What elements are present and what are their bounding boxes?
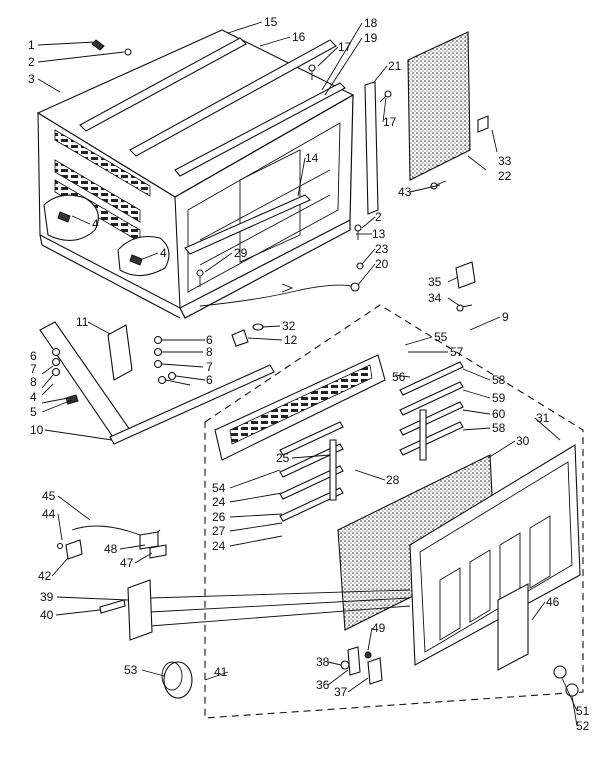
callout-22: 22	[498, 169, 512, 183]
callout-7: 7	[206, 360, 213, 374]
callout-17: 17	[338, 40, 352, 54]
callout-11: 11	[76, 315, 89, 329]
callout-19: 19	[364, 31, 378, 45]
callout-26: 26	[212, 510, 226, 524]
callout-labels: 1 2 3 15 16 17 18 19 21 17 33 22 14 4 4 …	[28, 15, 590, 733]
callout-9: 9	[502, 310, 509, 324]
base-rail-10	[109, 364, 275, 445]
callout-40: 40	[40, 608, 54, 622]
callout-59: 59	[492, 391, 506, 405]
callout-24: 24	[212, 539, 226, 553]
callout-53: 53	[124, 663, 138, 677]
ground-wire	[199, 284, 356, 307]
callout-37: 37	[334, 685, 348, 699]
callout-51: 51	[576, 704, 590, 718]
callout-56: 56	[392, 370, 406, 384]
screws	[91, 39, 473, 312]
callout-6: 6	[30, 349, 37, 363]
callout-1: 1	[28, 38, 35, 52]
callout-55: 55	[434, 330, 448, 344]
callout-30: 30	[516, 434, 530, 448]
bracket-35	[455, 261, 476, 289]
callout-39: 39	[40, 590, 54, 604]
callout-24: 24	[212, 495, 226, 509]
callout-2: 2	[375, 210, 382, 224]
panel-louvers	[439, 515, 551, 671]
callout-17: 17	[383, 115, 397, 129]
callout-58: 58	[492, 421, 506, 435]
part-53	[163, 661, 193, 699]
callout-44: 44	[42, 507, 56, 521]
callout-60: 60	[492, 407, 506, 421]
callout-20: 20	[375, 257, 389, 271]
callout-49: 49	[372, 621, 386, 635]
callout-8: 8	[206, 345, 213, 359]
plate-39	[127, 579, 153, 641]
callout-4: 4	[92, 217, 99, 231]
callout-14: 14	[305, 151, 319, 165]
callout-32: 32	[282, 319, 296, 333]
callout-3: 3	[28, 72, 35, 86]
callout-4: 4	[160, 246, 167, 260]
cabinet	[36, 29, 355, 319]
callout-52: 52	[576, 719, 590, 733]
nuts-washers	[51, 335, 177, 405]
callout-4: 4	[30, 390, 37, 404]
callout-12: 12	[284, 333, 298, 347]
front-panel	[409, 444, 581, 666]
callout-5: 5	[30, 405, 37, 419]
filter-panel	[407, 31, 471, 181]
callout-25: 25	[276, 451, 290, 465]
callout-41: 41	[214, 665, 228, 679]
callout-7: 7	[30, 362, 37, 376]
knob	[553, 665, 567, 679]
callout-29: 29	[234, 246, 248, 260]
callout-2: 2	[28, 55, 35, 69]
callout-58: 58	[492, 373, 506, 387]
callout-35: 35	[428, 275, 442, 289]
callout-23: 23	[375, 242, 389, 256]
callout-54: 54	[212, 481, 226, 495]
callout-27: 27	[212, 524, 226, 538]
callout-13: 13	[372, 227, 386, 241]
callout-46: 46	[546, 595, 560, 609]
callout-6: 6	[206, 333, 213, 347]
leader-lines	[37, 21, 578, 727]
assembly-boundary	[204, 304, 584, 719]
bracket-11	[107, 324, 133, 381]
callout-15: 15	[264, 15, 278, 29]
callout-36: 36	[316, 678, 330, 692]
callout-21: 21	[388, 59, 402, 73]
heater-elements	[279, 361, 464, 522]
clip-33	[477, 115, 489, 133]
callout-42: 42	[38, 569, 52, 583]
callout-10: 10	[30, 423, 44, 437]
callout-43: 43	[398, 185, 412, 199]
callout-57: 57	[450, 345, 464, 359]
callout-16: 16	[292, 30, 306, 44]
callout-33: 33	[498, 154, 512, 168]
terminal-42	[65, 539, 83, 560]
callout-34: 34	[428, 291, 442, 305]
callout-31: 31	[536, 411, 550, 425]
callout-38: 38	[316, 655, 330, 669]
side-strip	[364, 81, 379, 215]
callout-45: 45	[42, 489, 56, 503]
callout-47: 47	[120, 556, 134, 570]
callout-28: 28	[386, 473, 400, 487]
callout-48: 48	[104, 542, 118, 556]
callout-8: 8	[30, 375, 37, 389]
callout-18: 18	[364, 16, 378, 30]
callout-6: 6	[206, 373, 213, 387]
